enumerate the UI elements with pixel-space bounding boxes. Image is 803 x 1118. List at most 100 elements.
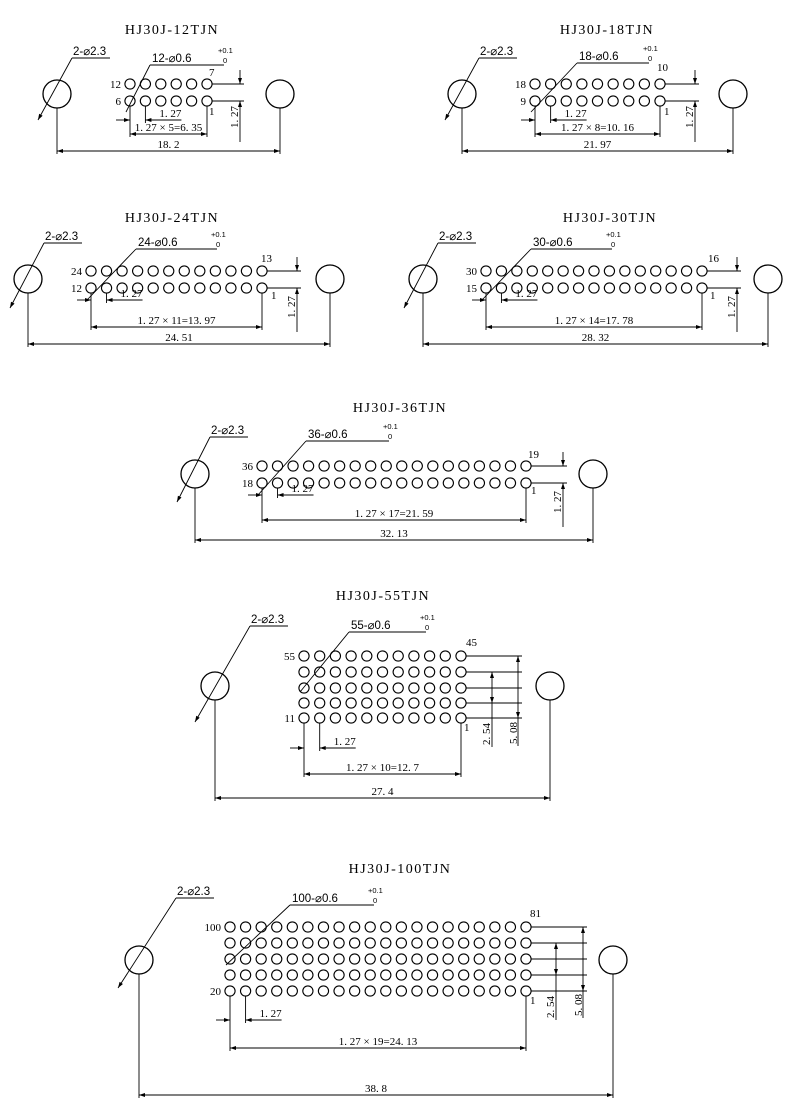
dim-arrow [529,118,535,122]
pin-hole [665,282,677,294]
pin-number-top-left: 30 [466,266,478,278]
mount-leader [194,625,251,723]
tolerance-plus: +0.1 [368,886,383,895]
pin-hole [380,969,392,981]
pin-hole [271,477,284,489]
mount-leader [176,436,211,503]
pin-hole [588,282,600,294]
pin-number-top-right: 7 [209,67,215,79]
pin-hole [302,953,314,965]
dim-arrow [298,746,304,750]
pin-hole [348,985,361,997]
pin-hole [239,969,252,981]
dim-arrow [262,518,268,522]
pin-hole [520,953,532,965]
pin-hole [650,265,662,277]
dim-arrow [693,101,697,107]
pin-hole [526,265,538,277]
dim-arrow [445,113,450,120]
pin-hole [395,953,408,965]
vertical-pitch-label: 1. 27 [286,296,298,319]
pin-hole [576,95,588,107]
pin-hole [329,650,342,662]
pin-hole [376,697,389,709]
pin-hole [224,985,236,997]
pin-hole [495,265,508,277]
pin-hole [317,953,330,965]
mount-hole-callout: 2-⌀2.3 [177,886,210,898]
pin-hole [380,460,392,472]
pin-hole [239,937,252,949]
pin-hole [256,282,268,294]
pin-hole [240,265,253,277]
pin-hole [591,78,604,90]
pin-hole [504,985,517,997]
pin-hole [287,460,299,472]
pin-hole [408,682,420,694]
pin-hole [442,985,454,997]
pin-hole [178,265,190,277]
dim-arrow [423,342,429,346]
pin-hole [271,460,284,472]
dim-arrow [319,746,326,750]
pin-hole [361,712,373,724]
pin-hole [654,95,666,107]
pin-hole [696,265,708,277]
pin-hole [427,477,439,489]
pin-hole [333,921,345,933]
pin-hole [349,460,361,472]
pin-number-top-left: 24 [71,266,83,278]
tolerance-plus: +0.1 [383,422,398,431]
dim-arrow [654,132,660,136]
pin-hole [317,985,330,997]
pin-hole [302,985,314,997]
dim-arrow [561,483,565,489]
pin-hole [696,282,708,294]
pin-hole [504,460,517,472]
pin-hole [361,682,373,694]
pin-hole [442,953,454,965]
pin-hole [392,666,404,678]
mounting-hole-right [753,264,783,294]
dim-arrow [486,325,492,329]
pin-hole [225,282,237,294]
mounting-hole-left [408,264,438,294]
dim-arrow [28,342,34,346]
pin-hole [442,937,454,949]
pin-hole [423,697,436,709]
pin-hole [634,282,646,294]
mounting-hole-right [535,671,565,701]
pin-hole [489,460,501,472]
dim-arrow [693,78,697,84]
pin-hole [314,666,326,678]
pin-hole [439,712,451,724]
pin-hole [239,953,252,965]
dim-arrow [215,796,221,800]
pin-hole [376,650,389,662]
pin-hole [333,460,346,472]
pin-hole [408,712,420,724]
pin-leader [481,248,532,301]
pin-number-bottom-right: 1 [664,106,670,118]
pin-hole [473,985,485,997]
pitch-dim-label: 1. 27 [515,288,538,300]
pin-hole [240,282,253,294]
pin-hole-callout: 55-⌀0.6 [351,620,391,632]
pin-hole [314,650,326,662]
pin-number-top-left: 100 [205,922,222,934]
pin-hole [392,650,404,662]
pin-hole [147,265,159,277]
pin-hole [560,95,572,107]
pin-hole [654,78,666,90]
pin-hole [458,985,470,997]
pin-hole [345,666,357,678]
pin-hole [147,282,159,294]
pin-hole [139,95,152,107]
dim-arrow [516,656,520,662]
pin-hole [116,265,128,277]
pin-hole [458,937,470,949]
pin-hole [572,265,585,277]
mount-hole-callout: 2-⌀2.3 [211,425,244,437]
pin-hole [680,282,693,294]
